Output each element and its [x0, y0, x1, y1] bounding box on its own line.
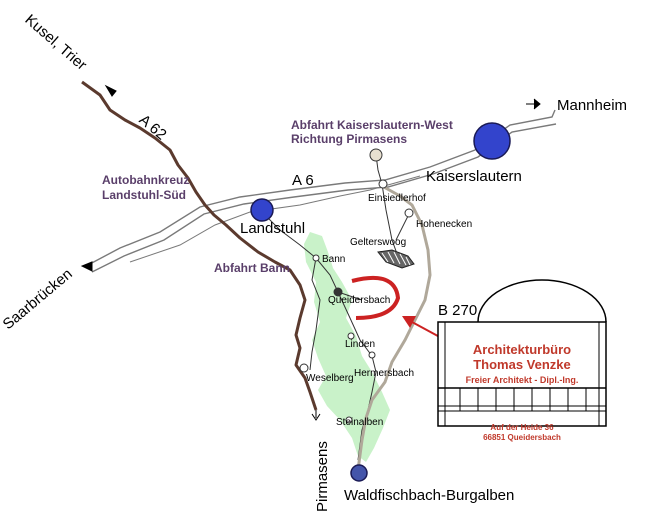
label-linden: Linden	[345, 339, 375, 350]
office-address-line1: Auf der Heide 36	[490, 423, 554, 432]
office-building	[437, 279, 607, 427]
label-b270: B 270	[438, 302, 477, 319]
office-subtitle: Freier Architekt - Dipl.-Ing.	[466, 375, 579, 385]
label-mannheim: Mannheim	[557, 97, 627, 114]
label-saarbruecken: Saarbrücken	[0, 265, 76, 333]
label-queidersbach: Queidersbach	[328, 295, 390, 306]
label-a6: A 6	[292, 172, 314, 189]
label-hohenecken: Hohenecken	[416, 219, 472, 230]
forest-area	[304, 232, 390, 462]
label-gelterswoog: Gelterswoog	[350, 237, 406, 248]
label-a62: A 62	[136, 111, 170, 143]
queidersbach-highlight	[351, 276, 401, 320]
label-exit-kl-west-1: Abfahrt Kaiserslautern-West	[291, 118, 453, 132]
landstuhl-city-marker	[250, 198, 274, 222]
waldfischbach-city-marker	[350, 464, 368, 482]
label-kaiserslautern: Kaiserslautern	[426, 168, 522, 185]
label-weselberg: Weselberg	[306, 373, 354, 384]
office-name-line2: Thomas Venzke	[473, 357, 571, 372]
label-autobahnkreuz-2: Landstuhl-Süd	[102, 188, 186, 202]
direction-arrows	[80, 84, 541, 421]
label-exit-kl-west-2: Richtung Pirmasens	[291, 132, 407, 146]
label-landstuhl: Landstuhl	[240, 220, 305, 237]
label-kusel-trier: Kusel, Trier	[22, 11, 90, 74]
highway-a62	[81, 80, 318, 411]
kaiserslautern-city-marker	[473, 122, 511, 160]
town-markers	[299, 148, 414, 424]
label-einsiedlerhof: Einsiedlerhof	[368, 193, 426, 204]
label-waldfischbach: Waldfischbach-Burgalben	[344, 487, 514, 504]
label-hermersbach: Hermersbach	[354, 368, 414, 379]
label-abfahrt-bann: Abfahrt Bann	[214, 261, 290, 275]
road-b270	[356, 184, 432, 471]
road-landstuhl-kaiserslautern	[129, 175, 421, 263]
gelterswoog-lake	[377, 249, 415, 269]
label-steinalben: Steinalben	[336, 417, 383, 428]
office-name-line1: Architekturbüro	[473, 342, 571, 357]
label-bann: Bann	[322, 254, 345, 265]
label-pirmasens: Pirmasens	[314, 441, 331, 512]
office-address-line2: 66851 Queidersbach	[483, 433, 561, 442]
label-autobahnkreuz-1: Autobahnkreuz	[102, 173, 189, 187]
